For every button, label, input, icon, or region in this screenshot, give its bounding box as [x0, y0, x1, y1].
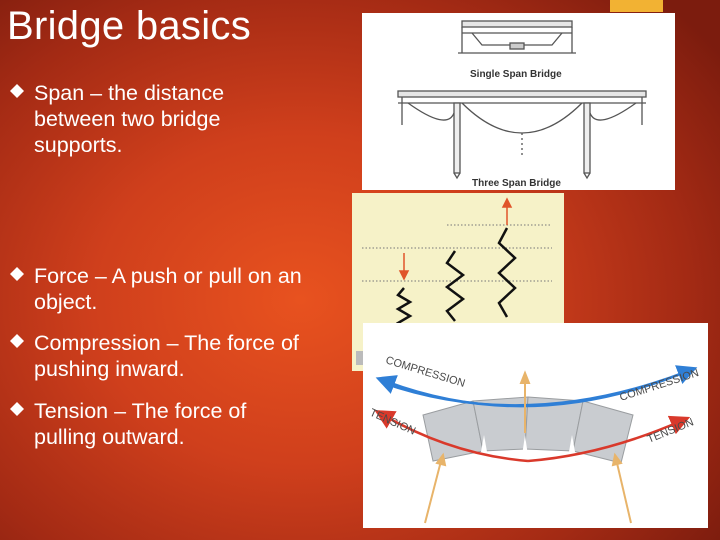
- bullet-line: Tension – The force of: [34, 399, 247, 423]
- span-diagram: Single Span Bridge Three Span Bridge: [362, 13, 675, 190]
- force-arrows: [398, 197, 513, 281]
- bullet-line: pulling outward.: [34, 425, 185, 449]
- tension-arrow-right: [527, 415, 691, 463]
- accent-bar: [610, 0, 663, 12]
- base-block: [356, 351, 366, 365]
- diamond-bullet-icon: [10, 84, 24, 98]
- compression-label-right: COMPRESSION: [618, 367, 700, 404]
- bullet-line: between two bridge: [34, 107, 221, 131]
- bullet-text: Span – the distance between two bridge s…: [34, 80, 354, 158]
- bullet-line: Force – A push or pull on an: [34, 264, 302, 288]
- compression-arrow-left: [375, 371, 684, 408]
- bullet-text: Compression – The force of pushing inwar…: [34, 330, 354, 382]
- bullet-line: pushing inward.: [34, 357, 185, 381]
- single-span-bridge-drawing: [458, 20, 576, 54]
- diamond-bullet-icon: [10, 334, 24, 348]
- slide-title: Bridge basics: [7, 4, 252, 48]
- bullet-line: Compression – The force of: [34, 331, 299, 355]
- bullet-line: object.: [34, 290, 98, 314]
- single-span-caption: Single Span Bridge: [470, 69, 562, 80]
- reference-lines: [362, 224, 552, 282]
- load-arrows: [424, 370, 632, 524]
- three-span-bridge-drawing: [397, 90, 647, 180]
- bullet-text: Tension – The force of pulling outward.: [34, 398, 354, 450]
- diamond-bullet-icon: [10, 402, 24, 416]
- diamond-bullet-icon: [10, 267, 24, 281]
- spring-shapes: [395, 227, 517, 330]
- bullet-line: Span – the distance: [34, 81, 225, 105]
- three-span-caption: Three Span Bridge: [472, 178, 561, 189]
- bullet-text: Force – A push or pull on an object.: [34, 263, 354, 315]
- tension-label-left: TENSION: [368, 407, 418, 438]
- tension-label-right: TENSION: [646, 416, 696, 445]
- arch-blocks: [422, 396, 634, 464]
- arch-diagram: COMPRESSION COMPRESSION TENSION TENSION: [363, 323, 708, 528]
- tension-arrow-left: [374, 410, 529, 463]
- bullet-line: supports.: [34, 133, 123, 157]
